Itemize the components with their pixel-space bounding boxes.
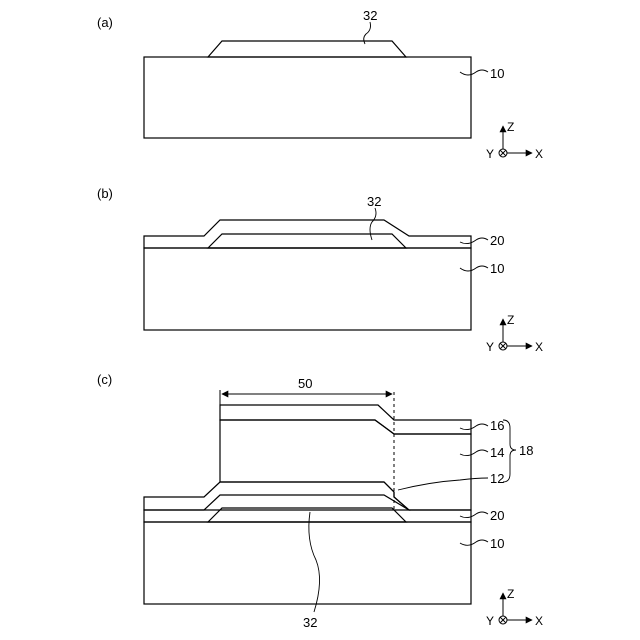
axis-x-label-b: X xyxy=(535,340,543,354)
label-50: 50 xyxy=(298,376,312,391)
leader-20-c xyxy=(460,512,488,518)
label-32-b: 32 xyxy=(367,194,381,209)
leader-10-c xyxy=(460,540,488,545)
leader-10-a xyxy=(460,70,488,75)
leader-12 xyxy=(398,478,488,490)
label-18: 18 xyxy=(519,443,533,458)
substrate-10-b xyxy=(144,248,471,330)
axis-z-label-a: Z xyxy=(507,120,514,134)
axis-y-label-a: Y xyxy=(486,147,494,161)
label-10-a: 10 xyxy=(490,66,504,81)
axis-y-label-b: Y xyxy=(486,340,494,354)
leader-16 xyxy=(460,424,488,430)
layer-32-b xyxy=(208,234,406,248)
panel-a-label: (a) xyxy=(97,15,113,30)
leader-14 xyxy=(460,450,488,456)
panel-c-label: (c) xyxy=(97,372,112,387)
label-10-b: 10 xyxy=(490,261,504,276)
layer-32-a xyxy=(208,41,406,57)
leader-32-c xyxy=(309,512,320,612)
layer-12 xyxy=(144,482,409,510)
axis-x-label-c: X xyxy=(535,614,543,628)
layer-16 xyxy=(220,405,471,434)
bracket-18 xyxy=(503,420,516,482)
substrate-10-a xyxy=(144,57,471,138)
panel-b-label: (b) xyxy=(97,186,113,201)
axis-triad-c: Z Y X xyxy=(486,587,543,628)
label-32-c: 32 xyxy=(303,615,317,630)
panel-a: (a) 32 10 Z Y X xyxy=(97,8,543,161)
axis-z-label-b: Z xyxy=(507,313,514,327)
axis-triad-a: Z Y X xyxy=(486,120,543,161)
panel-c: (c) 50 16 14 12 18 20 10 32 xyxy=(97,372,543,630)
label-10-c: 10 xyxy=(490,536,504,551)
axis-x-label-a: X xyxy=(535,147,543,161)
label-14: 14 xyxy=(490,445,504,460)
leader-10-b xyxy=(460,266,488,271)
label-20-c: 20 xyxy=(490,508,504,523)
leader-20-b xyxy=(460,238,488,244)
axis-y-label-c: Y xyxy=(486,614,494,628)
axis-triad-b: Z Y X xyxy=(486,313,543,354)
substrate-10-c xyxy=(144,522,471,604)
label-16: 16 xyxy=(490,418,504,433)
panel-b: (b) 32 20 10 Z Y X xyxy=(97,186,543,354)
label-20-b: 20 xyxy=(490,233,504,248)
label-12: 12 xyxy=(490,471,504,486)
leader-32-b xyxy=(370,208,376,240)
axis-z-label-c: Z xyxy=(507,587,514,601)
label-32-a: 32 xyxy=(363,8,377,23)
